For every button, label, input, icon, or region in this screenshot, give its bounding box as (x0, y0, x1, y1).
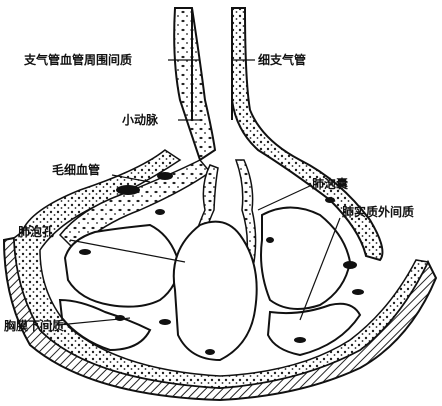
leader-lines (57, 59, 341, 326)
label-subpleural-interstitium: 胸膜下间质 (4, 318, 64, 333)
outer-interstitium (13, 149, 430, 389)
label-parenchymal-interstitium: 肺实质外间质 (342, 204, 414, 219)
capillary-shape-2 (157, 172, 173, 180)
alveolus-left (63, 223, 180, 308)
label-bronchiole: 细支气管 (258, 52, 306, 67)
alveolus-right (260, 206, 352, 310)
label-peribronchial-interstitium: 支气管血管周围间质 (23, 52, 132, 67)
label-capillary: 毛细血管 (52, 162, 100, 177)
label-small-artery: 小动脉 (122, 112, 159, 127)
alveolus-lower-left (58, 298, 152, 352)
label-alveolar-pore: 肺泡孔 (18, 224, 54, 239)
label-alveolar-sac: 肺泡囊 (312, 176, 349, 191)
alveolus-lower-right (266, 302, 362, 357)
bronchiole-left-wall (173, 7, 217, 162)
left-alveolar-wall (58, 159, 212, 252)
bronchiole-right-wall (231, 7, 384, 262)
alveolus-center (172, 220, 258, 362)
capillary-dots (79, 197, 364, 355)
capillary-shape (116, 185, 140, 195)
